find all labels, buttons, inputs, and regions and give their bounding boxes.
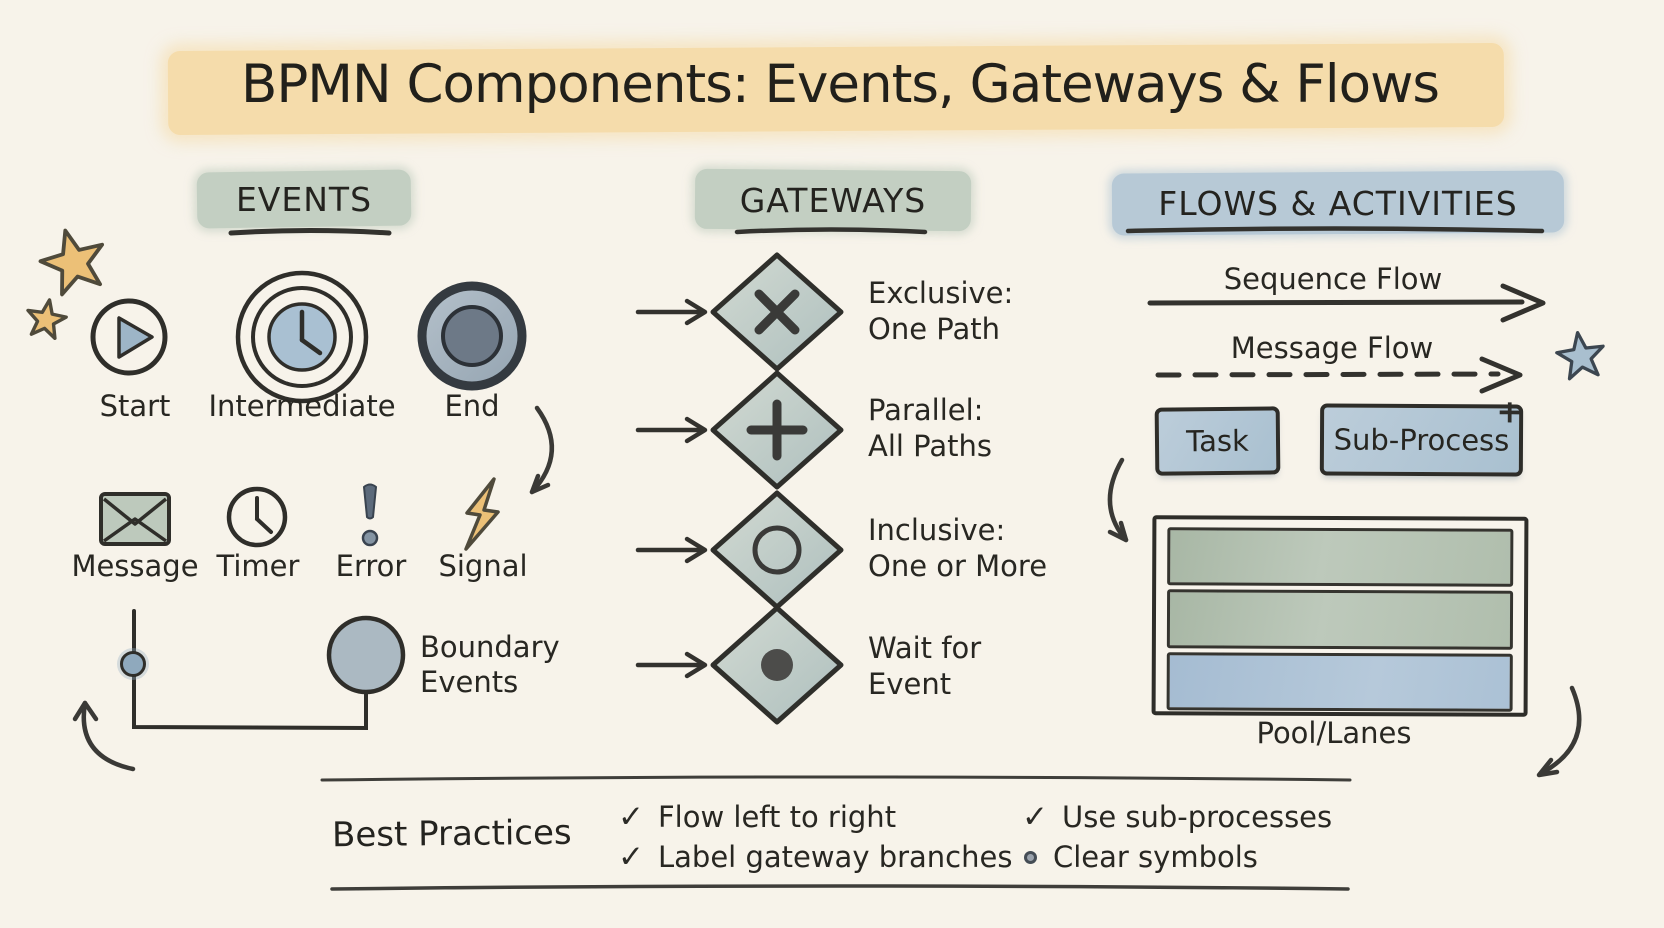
event-gateway-icon — [635, 605, 844, 725]
task-label: Task — [1186, 423, 1249, 459]
exclusive-gateway-label-line2: One Path — [868, 312, 1000, 346]
message-flow-star-icon — [1555, 330, 1605, 381]
signal-event-icon — [464, 477, 500, 551]
pool-lane-2 — [1166, 589, 1514, 650]
exclusive-gateway-label-line1: Exclusive: — [868, 276, 1014, 310]
event-gateway-label-line2: Event — [868, 667, 952, 701]
timer-event-icon — [226, 486, 288, 548]
inclusive-gateway-label: Inclusive: One or More — [868, 512, 1047, 584]
boundary-return-arrow — [72, 700, 136, 772]
bullet-icon — [1024, 850, 1037, 864]
start-event-icon — [90, 298, 168, 376]
boundary-events-diagram — [117, 609, 406, 731]
page-title: BPMN Components: Events, Gateways & Flow… — [240, 54, 1440, 115]
pool-lanes-label: Pool/Lanes — [1256, 716, 1412, 750]
pool-exit-arrow — [1536, 685, 1582, 778]
best-practice-text: Use sub-processes — [1061, 800, 1333, 834]
signal-event-label: Signal — [438, 549, 528, 583]
end-to-signal-arrow — [529, 405, 555, 495]
events-underline — [228, 228, 392, 236]
gateways-underline — [734, 227, 928, 235]
error-event-label: Error — [335, 549, 407, 583]
parallel-gateway-label: Parallel: All Paths — [868, 392, 992, 464]
start-event-label: Start — [99, 389, 171, 423]
exclusive-gateway-icon — [635, 252, 844, 372]
parallel-gateway-label-line2: All Paths — [868, 429, 992, 463]
parallel-gateway-icon — [635, 370, 844, 490]
star-icon-large — [38, 228, 105, 297]
message-flow-arrow — [1155, 356, 1523, 394]
best-practice-text: Clear symbols — [1053, 840, 1258, 874]
message-event-label: Message — [71, 549, 199, 583]
subprocess-plus-marker: + — [1496, 392, 1524, 431]
best-practice-text: Flow left to right — [657, 800, 897, 834]
flows-header: FLOWS & ACTIVITIES — [1158, 183, 1518, 223]
best-practices-top-divider — [320, 775, 1352, 782]
boundary-events-label: Boundary Events — [420, 630, 560, 700]
intermediate-event-icon — [235, 270, 369, 404]
message-flow-label: Message Flow — [1230, 331, 1434, 365]
pool-container — [1151, 515, 1529, 717]
inclusive-gateway-label-line1: Inclusive: — [868, 513, 1006, 547]
message-event-icon — [99, 492, 171, 546]
sequence-flow-arrow — [1147, 283, 1546, 323]
event-gateway-label-line1: Wait for — [868, 631, 982, 665]
boundary-events-label-line1: Boundary — [420, 630, 560, 664]
flows-underline — [1125, 226, 1545, 234]
inclusive-gateway-label-line2: One or More — [868, 549, 1048, 583]
best-practice-item-4: Clear symbols — [1022, 840, 1258, 874]
task-to-pool-arrow — [1107, 457, 1129, 543]
best-practice-item-2: ✓ Label gateway branches — [618, 840, 1012, 874]
check-icon: ✓ — [1022, 798, 1048, 835]
exclusive-gateway-label: Exclusive: One Path — [868, 275, 1013, 347]
inclusive-gateway-icon — [635, 490, 844, 610]
boundary-events-label-line2: Events — [420, 665, 519, 699]
best-practice-text: Label gateway branches — [657, 840, 1013, 874]
pool-lane-1 — [1167, 527, 1514, 587]
best-practice-item-1: ✓ Flow left to right — [618, 800, 896, 834]
intermediate-event-label: Intermediate — [208, 389, 396, 423]
subprocess-label: Sub-Process — [1333, 422, 1510, 458]
end-event-label: End — [444, 389, 500, 423]
events-header: EVENTS — [235, 179, 373, 219]
event-gateway-label: Wait for Event — [868, 630, 981, 702]
subprocess-box: Sub-Process + — [1319, 392, 1523, 477]
pool-lane-3 — [1166, 652, 1513, 712]
best-practices-bottom-divider — [330, 884, 1350, 891]
sequence-flow-label: Sequence Flow — [1223, 262, 1443, 296]
parallel-gateway-label-line1: Parallel: — [868, 393, 984, 427]
star-icon-small — [26, 298, 68, 341]
timer-event-label: Timer — [216, 549, 300, 583]
task-box: Task — [1154, 406, 1281, 476]
best-practices-heading: Best Practices — [331, 812, 572, 856]
error-event-icon — [361, 483, 379, 547]
check-icon: ✓ — [618, 798, 644, 835]
end-event-icon — [417, 281, 527, 391]
check-icon: ✓ — [618, 838, 644, 875]
gateways-header: GATEWAYS — [739, 180, 927, 220]
best-practice-item-3: ✓ Use sub-processes — [1022, 800, 1332, 834]
